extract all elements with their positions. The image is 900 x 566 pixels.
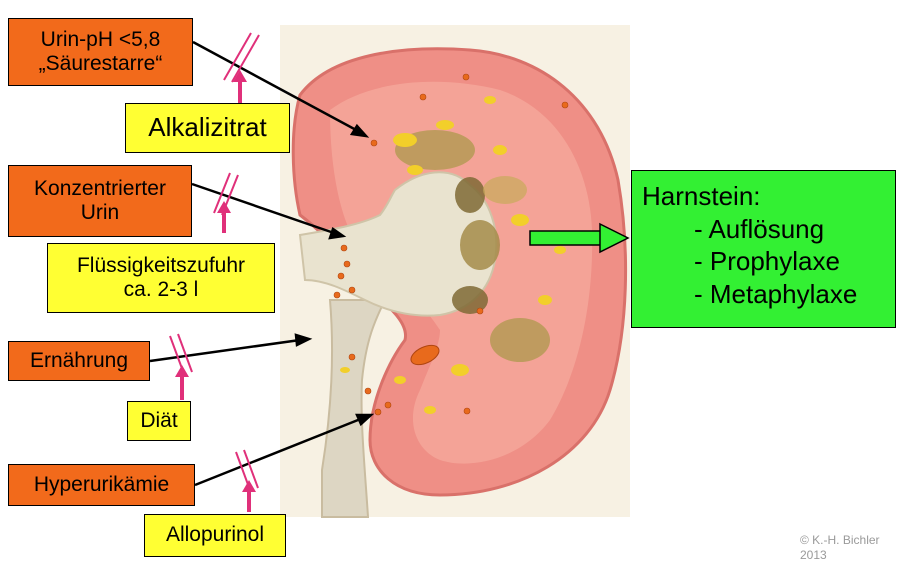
urinary-stone-title: Harnstein: [642, 181, 761, 211]
hyperuricemia-label: Hyperurikämie [33, 472, 170, 496]
alkali-citrate-label: Alkalizitrat [148, 112, 267, 143]
copyright-author: © K.-H. Bichler [800, 533, 880, 547]
pointer-lines [149, 40, 375, 487]
allopurinol-label: Allopurinol [165, 523, 265, 547]
alkali-citrate-box: Alkalizitrat [125, 103, 290, 153]
copyright-credit: © K.-H. Bichler 2013 [800, 533, 880, 563]
concentrated-urine-label-line2: Urin [80, 201, 120, 224]
up-arrow-fluid-intake [213, 172, 239, 233]
up-arrow-diet [169, 333, 193, 400]
calyx [490, 318, 550, 362]
large-kidney-stone [410, 344, 440, 366]
up-arrow-allopurinol [235, 449, 259, 512]
urinary-stone-box: Harnstein: - Auflösung - Prophylaxe - Me… [631, 170, 896, 328]
copyright-year: 2013 [800, 548, 827, 562]
calyx [452, 286, 488, 314]
acid-rigidity-label: „Säurestarre“ [38, 52, 163, 75]
kidney-stones [333, 73, 569, 416]
diet-label: Diät [140, 408, 178, 432]
nutrition-label: Ernährung [29, 348, 129, 372]
yellow-deposits [340, 96, 566, 414]
ureter [321, 299, 387, 518]
green-arrow [529, 222, 630, 254]
outcome-item-dissolution: - Auflösung [694, 213, 825, 244]
fluid-intake-label: Flüssigkeitszufuhr [76, 253, 246, 277]
outcome-item-prophylaxis: - Prophylaxe [694, 246, 840, 276]
calyx [483, 176, 527, 204]
fluid-amount-label: ca. 2-3 l [123, 278, 199, 301]
fluid-intake-box: Flüssigkeitszufuhr ca. 2-3 l [47, 243, 275, 313]
urine-ph-box: Urin-pH <5,8 „Säurestarre“ [8, 18, 193, 86]
diet-box: Diät [127, 401, 191, 441]
calyx [460, 220, 500, 270]
hyperuricemia-box: Hyperurikämie [8, 464, 195, 506]
concentrated-urine-box: Konzentrierter Urin [8, 165, 192, 237]
urine-ph-label: Urin-pH <5,8 [40, 27, 161, 51]
allopurinol-box: Allopurinol [144, 514, 286, 557]
concentrated-urine-label-line1: Konzentrierter [34, 176, 166, 200]
nutrition-box: Ernährung [8, 341, 150, 381]
outcome-item-metaphylaxis: - Metaphylaxe [694, 278, 858, 309]
up-arrow-alkali-citrate [223, 32, 260, 103]
calyx [455, 177, 485, 213]
